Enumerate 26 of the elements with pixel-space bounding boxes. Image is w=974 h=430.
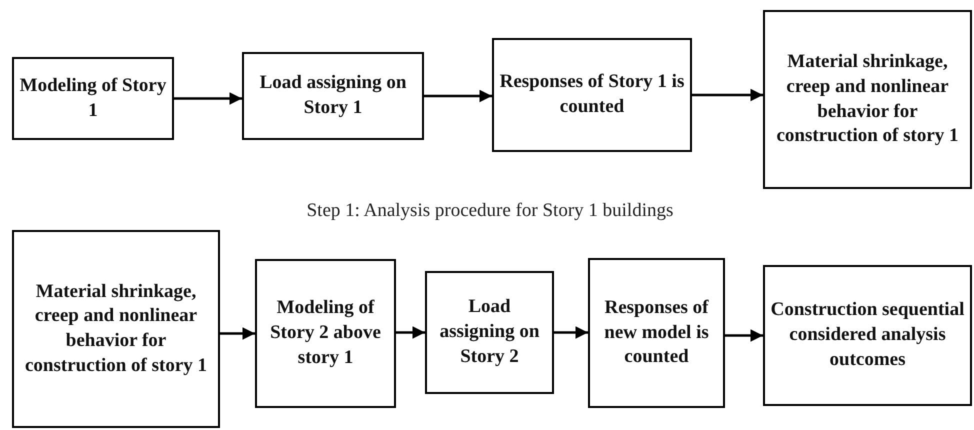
arrow	[692, 88, 763, 102]
box-label: Load assigning on Story 1	[258, 71, 408, 120]
box-label: Responses of Story 1 is counted	[498, 70, 686, 119]
arrow	[220, 327, 255, 340]
process-box	[12, 230, 220, 428]
box-label: Load assigning on Story 2	[438, 295, 540, 369]
process-box	[763, 265, 972, 406]
process-box	[242, 52, 424, 140]
arrow	[424, 90, 492, 102]
arrow	[174, 92, 242, 105]
box-label: Material shrinkage, creep and nonlinear behavior for construction of story 1	[775, 50, 960, 148]
box-label: Modeling of Story 2 above story 1	[269, 296, 382, 370]
process-box	[763, 10, 972, 189]
process-box	[492, 38, 692, 152]
box-label: Material shrinkage, creep and nonlinear behavior for construction of story 1	[24, 280, 208, 378]
box-label: Responses of new model is counted	[603, 296, 710, 370]
process-box	[12, 57, 174, 140]
box-label: Modeling of Story 1	[18, 74, 168, 122]
box-label: Construction sequential considered analysis outcomes	[770, 298, 966, 372]
process-box	[425, 271, 554, 394]
arrow	[396, 326, 425, 339]
arrow	[554, 326, 588, 339]
step-caption: Step 1: Analysis procedure for Story 1 buildings	[306, 200, 674, 222]
arrow	[725, 329, 763, 342]
process-box	[255, 259, 396, 408]
process-box	[588, 258, 725, 408]
